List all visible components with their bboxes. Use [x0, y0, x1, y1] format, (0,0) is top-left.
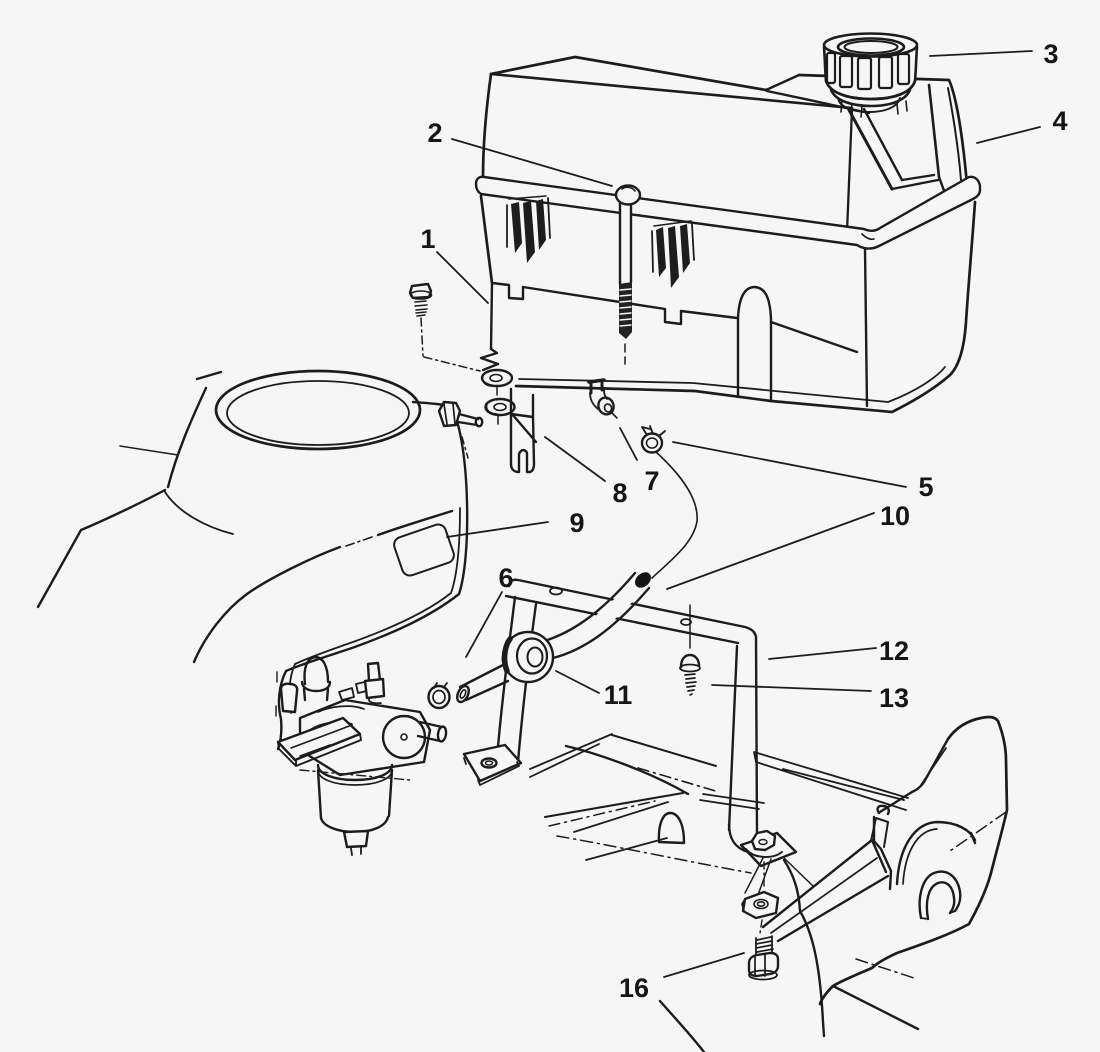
svg-text:2: 2	[427, 118, 442, 148]
svg-text:7: 7	[644, 466, 659, 496]
svg-text:8: 8	[612, 478, 627, 508]
svg-text:5: 5	[918, 472, 933, 502]
svg-text:3: 3	[1043, 39, 1058, 69]
svg-text:16: 16	[619, 973, 649, 1003]
svg-text:10: 10	[880, 501, 910, 531]
svg-text:13: 13	[879, 683, 909, 713]
svg-text:6: 6	[498, 563, 513, 593]
svg-text:12: 12	[879, 636, 909, 666]
svg-text:1: 1	[420, 224, 435, 254]
svg-text:4: 4	[1052, 106, 1067, 136]
svg-text:11: 11	[604, 680, 633, 710]
svg-text:9: 9	[569, 508, 584, 538]
